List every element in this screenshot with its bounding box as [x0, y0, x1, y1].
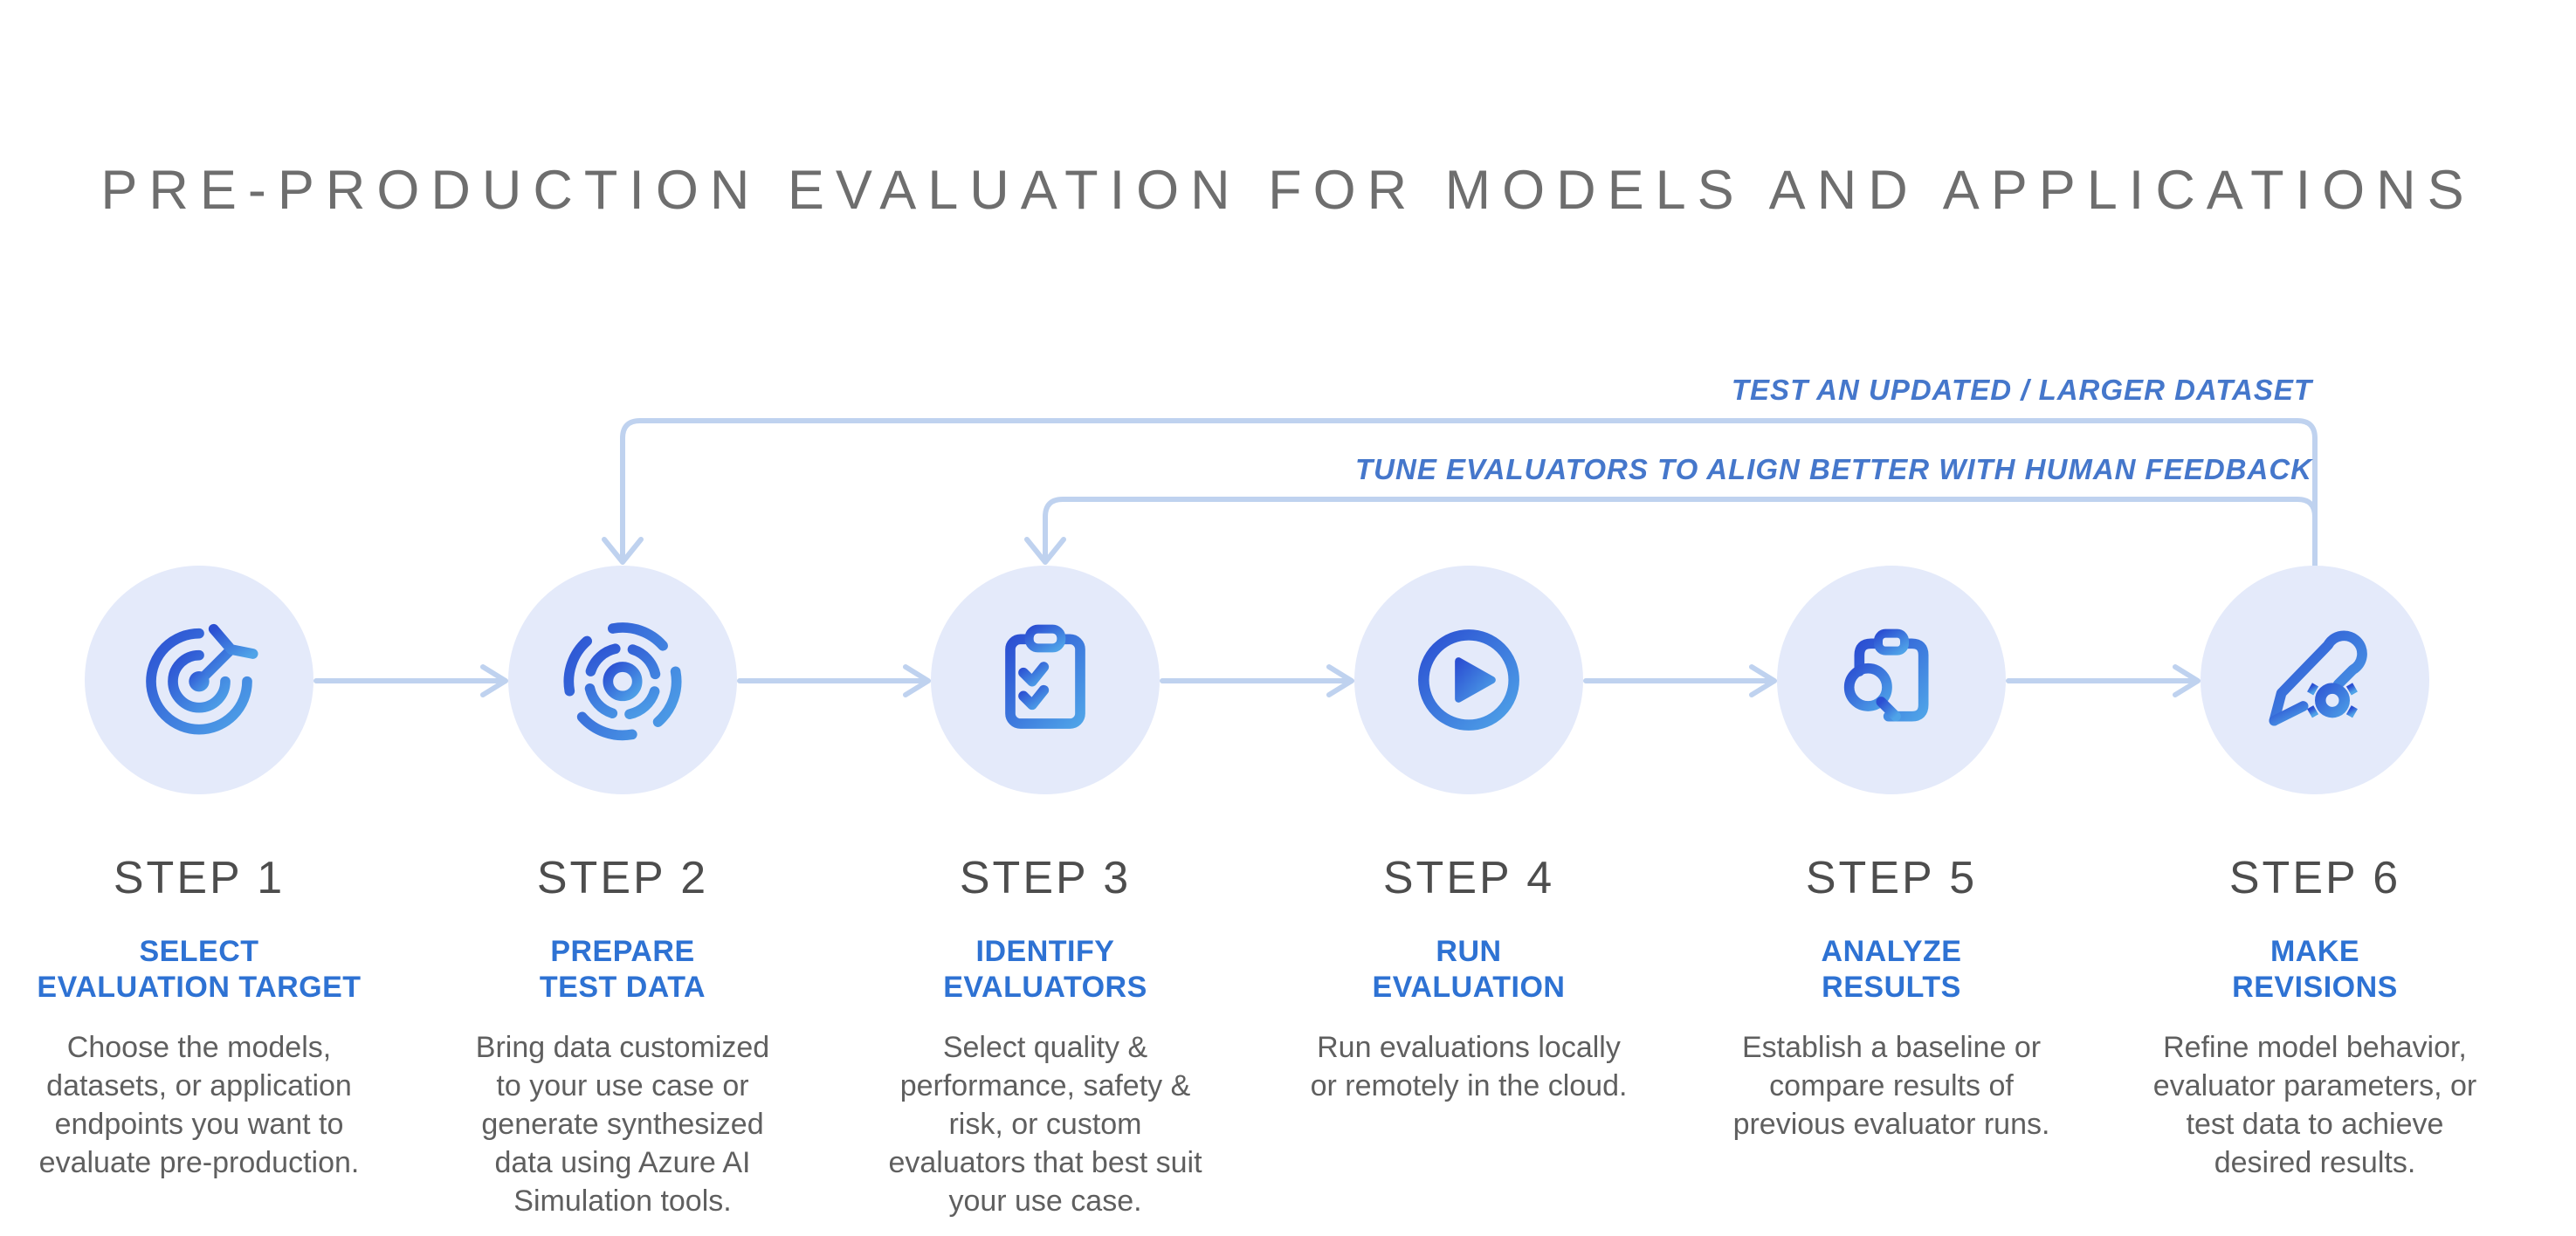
- step6-description: Refine model behavior, evaluator paramet…: [2152, 1030, 2477, 1180]
- step1-circle: [85, 566, 313, 794]
- step1-description: Choose the models, datasets, or applicat…: [38, 1030, 360, 1180]
- connector-step3-step4: [1160, 664, 1354, 697]
- step6-name: STEP 6: [2228, 853, 2401, 903]
- step2-name: STEP 2: [536, 853, 709, 903]
- step2-description: Bring data customized to your use case o…: [475, 1030, 770, 1219]
- step5-description: Establish a baseline or compare results …: [1732, 1030, 2050, 1141]
- play-icon: [1418, 629, 1519, 731]
- step2-subtitle: PREPARE TEST DATA: [539, 935, 706, 1004]
- connector-step2-step3: [737, 664, 931, 697]
- step-column-6: STEP 6 MAKE REVISIONS Refine model behav…: [2104, 566, 2526, 1182]
- step3-circle: [931, 566, 1160, 794]
- step1-subtitle: SELECT EVALUATION TARGET: [37, 935, 362, 1004]
- step5-subtitle: ANALYZE RESULTS: [1821, 935, 1962, 1004]
- target-icon: [146, 623, 258, 735]
- step3-subtitle: IDENTIFY EVALUATORS: [943, 935, 1147, 1004]
- data-simulation-icon: [563, 622, 682, 741]
- clipboard-search-icon: [1843, 628, 1929, 722]
- feedback-arrow-to-step3: [1024, 497, 2318, 570]
- step6-circle: [2201, 566, 2429, 794]
- step4-subtitle: RUN EVALUATION: [1372, 935, 1566, 1004]
- step-column-3: STEP 3 IDENTIFY EVALUATORS Select qualit…: [834, 566, 1257, 1221]
- step4-description: Run evaluations locally or remotely in t…: [1310, 1030, 1628, 1102]
- step2-circle: [508, 566, 737, 794]
- step3-name: STEP 3: [959, 853, 1132, 903]
- step-column-5: STEP 5 ANALYZE RESULTS Establish a basel…: [1680, 566, 2103, 1143]
- connector-step5-step6: [2006, 664, 2201, 697]
- feedback-label-test-dataset: TEST AN UPDATED / LARGER DATASET: [1731, 374, 2312, 406]
- step-column-2: STEP 2 PREPARE TEST DATA Bring data cust…: [411, 566, 834, 1221]
- pencil-gear-icon: [2269, 630, 2367, 727]
- connector-step4-step5: [1583, 664, 1777, 697]
- feedback-arrow-to-step2: [602, 418, 2318, 570]
- step3-description: Select quality & performance, safety & r…: [888, 1030, 1202, 1219]
- connector-step1-step2: [313, 664, 508, 697]
- step1-name: STEP 1: [113, 853, 286, 903]
- step4-name: STEP 4: [1382, 853, 1555, 903]
- step6-subtitle: MAKE REVISIONS: [2232, 935, 2398, 1004]
- checklist-clipboard-icon: [1005, 624, 1085, 729]
- step5-name: STEP 5: [1805, 853, 1978, 903]
- step-column-1: STEP 1 SELECT EVALUATION TARGET Choose t…: [0, 566, 410, 1182]
- page-title: PRE-PRODUCTION EVALUATION FOR MODELS AND…: [100, 160, 2476, 221]
- step-column-4: STEP 4 RUN EVALUATION Run evaluations lo…: [1257, 566, 1680, 1105]
- feedback-label-tune-evaluators: TUNE EVALUATORS TO ALIGN BETTER WITH HUM…: [1355, 453, 2312, 485]
- step5-circle: [1777, 566, 2006, 794]
- step4-circle: [1354, 566, 1583, 794]
